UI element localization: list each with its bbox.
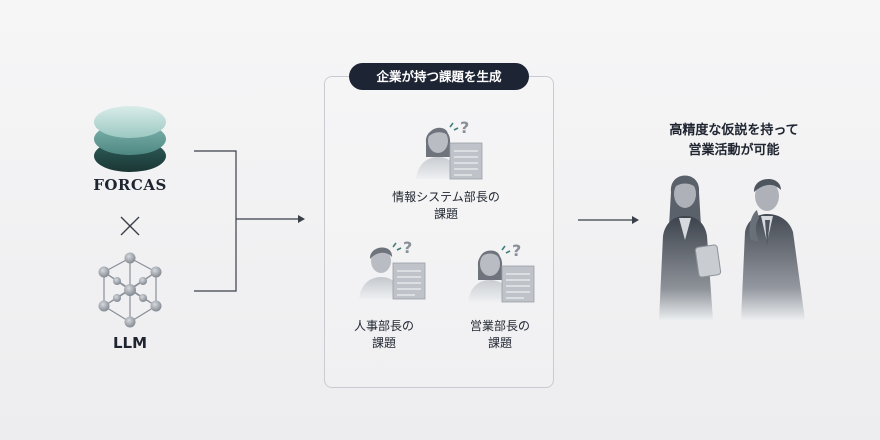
neural-network-icon (98, 252, 162, 328)
times-icon (120, 216, 140, 236)
hr-caption: 人事部長の 課題 (334, 318, 434, 352)
hr-manager-icon: ? (359, 238, 426, 300)
result-text-line1: 高精度な仮説を持って (669, 123, 799, 138)
hr-caption-line2: 課題 (371, 336, 396, 350)
panel-title-pill: 企業が持つ課題を生成 (349, 63, 529, 90)
sales-caption: 営業部長の 課題 (450, 318, 550, 352)
forcas-label: FORCAS (93, 176, 167, 194)
result-text: 高精度な仮説を持って 営業活動が可能 (636, 121, 832, 161)
info-systems-caption: 情報システム部長の 課題 (366, 189, 526, 223)
result-arrow (578, 216, 639, 224)
sales-manager-icon: ? (468, 241, 535, 303)
info-systems-caption-line2: 課題 (433, 207, 458, 221)
business-meeting-illustration (659, 175, 805, 320)
svg-text:?: ? (512, 241, 521, 260)
svg-text:?: ? (403, 238, 412, 257)
info-systems-caption-line1: 情報システム部長の (392, 190, 500, 204)
sales-caption-line2: 課題 (487, 336, 512, 350)
info-systems-manager-icon: ? (416, 118, 483, 180)
hr-caption-line1: 人事部長の (353, 319, 414, 333)
svg-text:?: ? (460, 118, 469, 137)
llm-label: LLM (112, 334, 148, 352)
sales-caption-line1: 営業部長の (469, 319, 530, 333)
forcas-logo-icon (94, 106, 166, 172)
merge-connector-arrow (194, 150, 305, 292)
result-text-line2: 営業活動が可能 (688, 143, 780, 158)
